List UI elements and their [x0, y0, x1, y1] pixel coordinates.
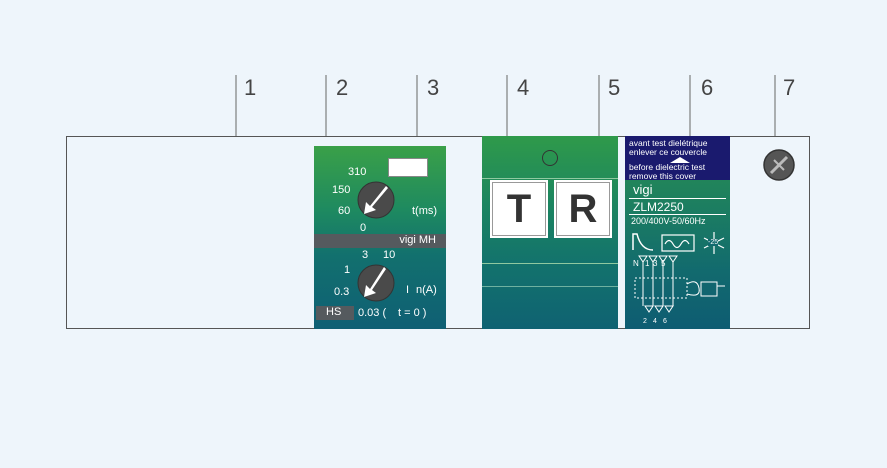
time-value-60: 60 — [338, 205, 351, 217]
test-reset-panel: T R — [482, 136, 618, 329]
vigi-label-panel: avant test dielétrique enlever ce couver… — [625, 136, 730, 329]
time-dial-knob[interactable] — [356, 180, 396, 220]
hs-label: HS — [326, 306, 342, 318]
cover-removal-icon — [670, 157, 690, 163]
callout-2: 2 — [336, 75, 349, 100]
reset-button[interactable]: R — [554, 180, 612, 238]
type-a-icon — [632, 233, 654, 251]
test-button[interactable]: T — [490, 180, 548, 238]
current-unit-i: I — [406, 284, 410, 296]
model-label: vigi MH — [399, 234, 436, 246]
vigi-rating: 200/400V-50/60Hz — [631, 216, 706, 226]
warning-en-line2: remove this cover — [629, 171, 697, 181]
terminal-2: 2 — [643, 318, 647, 325]
button-area — [482, 178, 618, 264]
current-value-0-3: 0.3 — [334, 286, 350, 298]
current-value-3: 3 — [362, 249, 369, 261]
terminal-4: 4 — [653, 318, 657, 325]
current-value-1: 1 — [344, 264, 351, 276]
time-dial-pointer-icon — [364, 186, 388, 214]
settings-panel: 310 150 60 0 t(ms) vigi MH 3 10 1 0.3 I … — [314, 146, 446, 329]
current-dial-knob[interactable] — [356, 263, 396, 303]
warning-en-line1: before dielectric test — [629, 162, 706, 172]
terminal-6: 6 — [663, 318, 667, 325]
hs-value: 0.03 ( — [358, 307, 387, 319]
time-value-150: 150 — [332, 184, 351, 196]
dielectric-warning: avant test dielétrique enlever ce couver… — [625, 136, 730, 181]
callout-6: 6 — [701, 75, 714, 100]
cover-screw-icon[interactable] — [762, 148, 796, 182]
warning-fr-line1: avant test dielétrique — [629, 138, 708, 148]
callout-7: 7 — [783, 75, 796, 100]
current-value-10: 10 — [383, 249, 396, 261]
wiring-diagram — [634, 255, 725, 313]
brand-underline — [629, 198, 726, 199]
terminal-3: 3 — [653, 259, 658, 268]
callout-3: 3 — [427, 75, 440, 100]
temp-rating: -25 — [708, 239, 719, 246]
warning-fr-line2: enlever ce couvercle — [629, 147, 707, 157]
callout-1: 1 — [244, 75, 257, 100]
terminal-1: 1 — [645, 259, 650, 268]
callout-4: 4 — [517, 75, 530, 100]
callout-5: 5 — [608, 75, 621, 100]
time-unit: t(ms) — [412, 205, 438, 217]
divider-line — [482, 286, 618, 287]
current-unit: n(A) — [416, 284, 437, 296]
vigi-model: ZLM2250 — [633, 200, 684, 214]
model-label-bar: vigi MH — [314, 234, 446, 248]
time-value-0: 0 — [360, 222, 367, 234]
indicator-window — [388, 158, 428, 177]
model-underline — [629, 214, 726, 215]
current-dial-pointer-icon — [364, 267, 386, 297]
waveform-icon — [661, 234, 695, 252]
vigi-brand: vigi — [633, 182, 653, 197]
hs-label-box: HS — [316, 306, 354, 320]
hs-time: t = 0 ) — [398, 307, 427, 319]
time-value-310: 310 — [348, 166, 367, 178]
terminal-n: N — [633, 259, 639, 268]
led-indicator — [542, 150, 558, 166]
